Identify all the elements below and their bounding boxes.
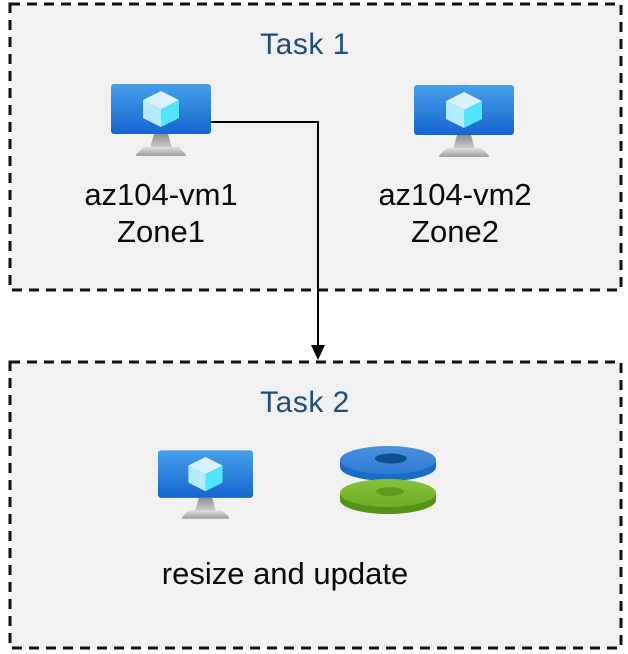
task2-caption: resize and update xyxy=(161,556,409,591)
vm2-name: az104-vm2 xyxy=(378,177,532,212)
task1-panel-border xyxy=(8,2,623,292)
task2-title: Task 2 xyxy=(260,386,350,419)
disks-icon xyxy=(340,446,436,514)
vm-icon xyxy=(414,85,514,159)
vm-icon xyxy=(158,450,253,521)
vm2-label: az104-vm2 Zone2 xyxy=(355,176,555,250)
down-arrow-connector xyxy=(211,121,325,360)
vm1-label: az104-vm1 Zone1 xyxy=(61,176,261,250)
vm1-name: az104-vm1 xyxy=(84,177,238,212)
vm1-zone: Zone1 xyxy=(117,214,205,249)
disk-green xyxy=(340,479,436,514)
task2-panel-border xyxy=(8,360,623,650)
vm2-zone: Zone2 xyxy=(411,214,499,249)
task1-title: Task 1 xyxy=(260,28,350,61)
disk-blue xyxy=(340,446,436,481)
vm-icon xyxy=(111,84,211,158)
